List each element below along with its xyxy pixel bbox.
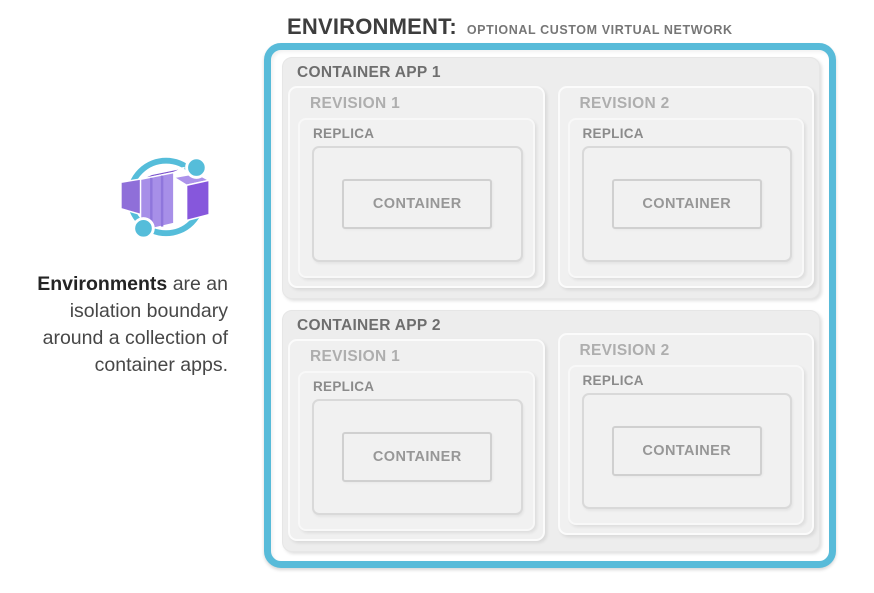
- replica-wrapper-box: REPLICA CONTAINER: [298, 118, 535, 278]
- revision-box: REVISION 2 REPLICA CONTAINER: [557, 333, 814, 535]
- revisions-row: REVISION 1 REPLICA CONTAINER REVISION 2 …: [288, 86, 814, 288]
- container-app-2-box: CONTAINER APP 2 REVISION 1 REPLICA CONTA…: [282, 310, 820, 552]
- revision-box: REVISION 2 REPLICA CONTAINER: [557, 86, 814, 288]
- revision-label: REVISION 2: [579, 342, 670, 359]
- replica-box: CONTAINER: [312, 399, 523, 515]
- revision-box: REVISION 1 REPLICA CONTAINER: [288, 86, 545, 288]
- container-app-1-box: CONTAINER APP 1 REVISION 1 REPLICA CONTA…: [282, 57, 820, 299]
- replica-label: REPLICA: [313, 126, 375, 141]
- replica-wrapper-box: REPLICA CONTAINER: [567, 118, 804, 278]
- revision-label: REVISION 1: [310, 95, 400, 112]
- environment-title-qualifier: OPTIONAL CUSTOM VIRTUAL NETWORK: [466, 23, 733, 37]
- intro-keyword: Environments: [37, 273, 168, 295]
- replica-label: REPLICA: [582, 126, 644, 141]
- container-app-label: CONTAINER APP 1: [297, 64, 441, 81]
- orbit-dot-top: [185, 156, 208, 179]
- intro-line-1: Environments are an: [37, 273, 228, 295]
- cube-right-front: [185, 179, 210, 222]
- revision-label: REVISION 1: [310, 348, 400, 365]
- replica-wrapper-box: REPLICA CONTAINER: [567, 365, 804, 525]
- container-box: CONTAINER: [611, 426, 762, 476]
- azure-container-apps-icon: [120, 156, 212, 240]
- environment-title: ENVIRONMENT:: [287, 14, 457, 39]
- replica-label: REPLICA: [313, 379, 375, 394]
- orbit-dot-bottom: [132, 217, 155, 240]
- container-box: CONTAINER: [611, 179, 762, 229]
- cube-center-front: [139, 171, 175, 233]
- intro-line-2: isolation boundary: [69, 300, 228, 322]
- replica-box: CONTAINER: [581, 393, 792, 509]
- container-box: CONTAINER: [342, 432, 493, 482]
- revisions-row: REVISION 1 REPLICA CONTAINER REVISION 2 …: [288, 333, 814, 541]
- revision-label: REVISION 2: [579, 95, 670, 112]
- replica-wrapper-box: REPLICA CONTAINER: [298, 371, 535, 531]
- diagram-title: ENVIRONMENT: OPTIONAL CUSTOM VIRTUAL NET…: [287, 14, 733, 40]
- container-box: CONTAINER: [342, 179, 493, 229]
- replica-box: CONTAINER: [312, 146, 523, 262]
- intro-line-4: container apps.: [94, 354, 228, 376]
- environment-box: CONTAINER APP 1 REVISION 1 REPLICA CONTA…: [264, 43, 836, 568]
- intro-line-3: around a collection of: [42, 327, 228, 349]
- intro-text: Environments are an isolation boundary a…: [8, 271, 228, 379]
- replica-label: REPLICA: [582, 373, 644, 388]
- replica-box: CONTAINER: [581, 146, 792, 262]
- container-app-label: CONTAINER APP 2: [297, 317, 441, 334]
- revision-box: REVISION 1 REPLICA CONTAINER: [288, 339, 545, 541]
